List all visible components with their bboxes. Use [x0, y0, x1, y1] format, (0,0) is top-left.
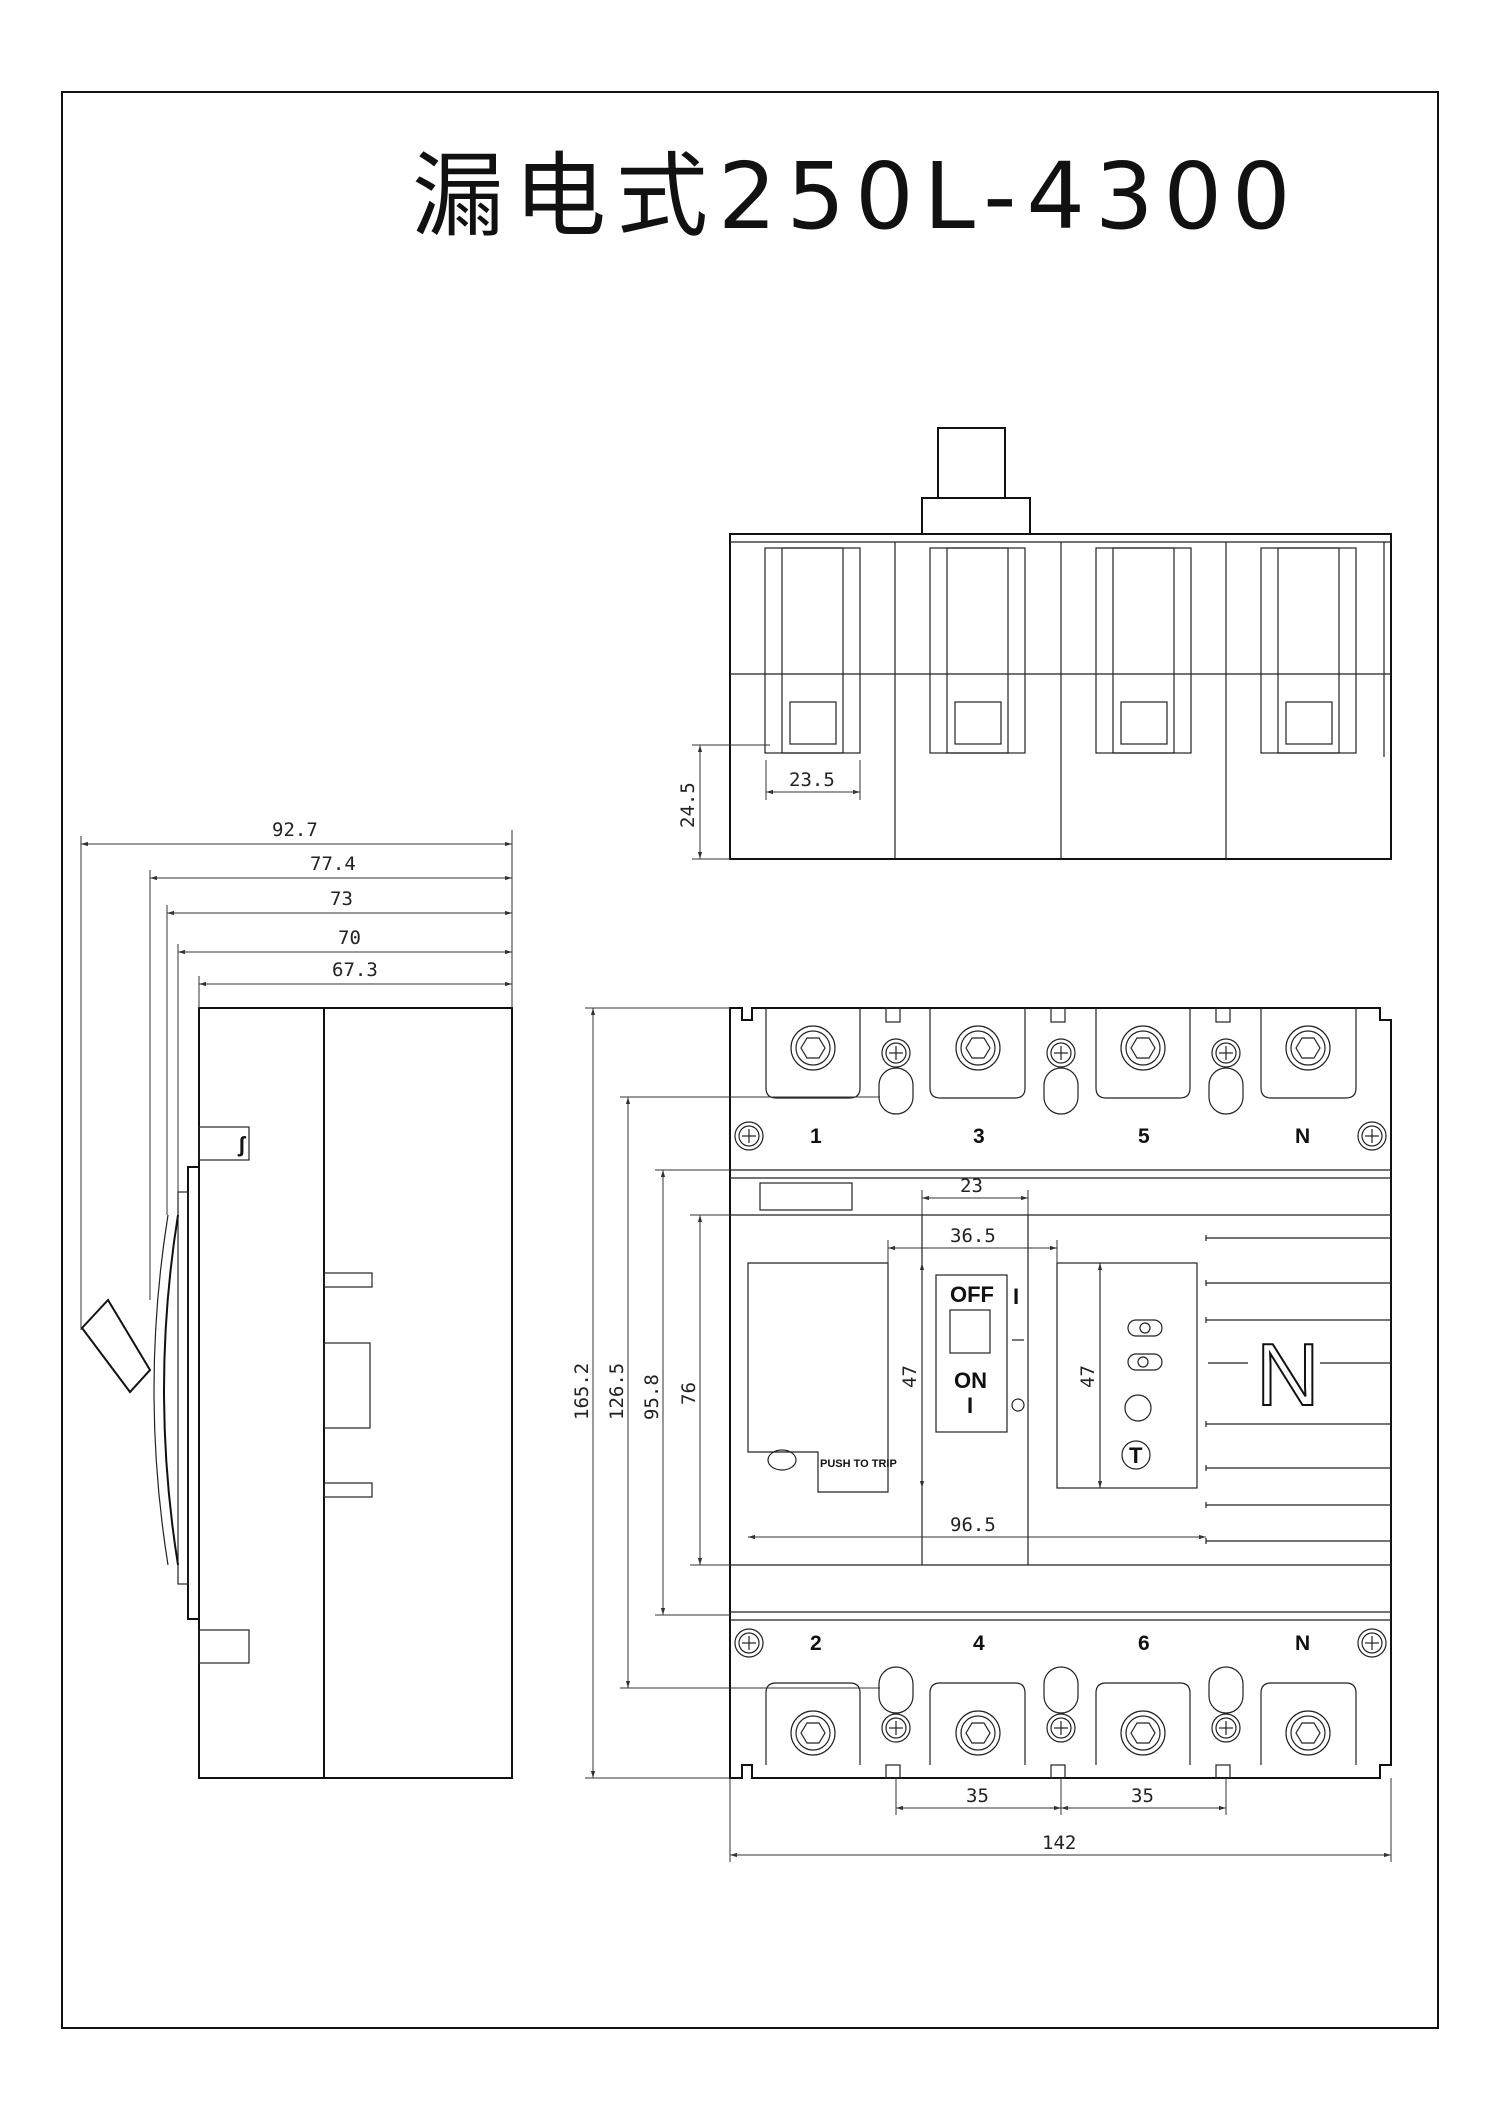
dim-76: 76 — [678, 1382, 700, 1405]
dim-70: 70 — [338, 927, 361, 949]
handle-window — [935, 1274, 1008, 1433]
dim-126-5: 126.5 — [606, 1363, 628, 1420]
terminal-3: 3 — [973, 1125, 985, 1148]
terminal-5: 5 — [1138, 1125, 1150, 1148]
dim-23-5: 23.5 — [789, 769, 835, 791]
dim-96-5: 96.5 — [950, 1514, 996, 1536]
terminal-2: 2 — [810, 1632, 822, 1655]
leakage-module — [1056, 1262, 1198, 1489]
dim-23: 23 — [960, 1175, 983, 1197]
terminal-6: 6 — [1138, 1632, 1150, 1655]
terminal-n-top: N — [1295, 1125, 1310, 1148]
test-button[interactable] — [1121, 1440, 1151, 1470]
dim-77-4: 77.4 — [310, 853, 356, 875]
dim-47-window: 47 — [899, 1365, 921, 1388]
svg-text:ʃ: ʃ — [237, 1132, 247, 1157]
switch-off-label: OFF — [950, 1282, 994, 1307]
switch-on-mark: I — [967, 1393, 973, 1418]
svg-text:T: T — [1129, 1443, 1143, 1468]
dim-142: 142 — [1042, 1832, 1076, 1854]
reset-button[interactable] — [1124, 1394, 1152, 1422]
dim-47-panel: 47 — [1077, 1365, 1099, 1388]
dim-36-5: 36.5 — [950, 1225, 996, 1247]
nameplate — [759, 1182, 853, 1211]
dim-73: 73 — [330, 888, 353, 910]
push-to-trip-label: PUSH TO TRIP — [820, 1458, 897, 1470]
neutral-mark: N — [1256, 1325, 1320, 1424]
dim-35-a: 35 — [966, 1785, 989, 1807]
switch-on-label: ON — [954, 1368, 987, 1393]
side-view: ʃ 92.7 77.4 73 70 67.3 — [80, 819, 513, 1779]
handle-toggle[interactable] — [949, 1309, 991, 1354]
switch-mark-1: I — [1013, 1284, 1019, 1309]
terminal-1: 1 — [810, 1125, 822, 1148]
dim-67-3: 67.3 — [332, 959, 378, 981]
terminal-4: 4 — [973, 1632, 985, 1655]
terminal-n-bottom: N — [1295, 1632, 1310, 1655]
top-view: 23.5 24.5 — [677, 427, 1392, 860]
dim-165-2: 165.2 — [571, 1363, 593, 1420]
dim-92-7: 92.7 — [272, 819, 318, 841]
front-view: 1 3 5 N 2 4 6 N PUSH TO TRIP OFF ON I I — [571, 1007, 1392, 1862]
drawing-title: 漏电式250L-4300 — [412, 143, 1301, 250]
dim-95-8: 95.8 — [641, 1374, 663, 1420]
dim-35-b: 35 — [1131, 1785, 1154, 1807]
dim-24-5: 24.5 — [677, 782, 699, 828]
frame-border — [61, 91, 1439, 2029]
